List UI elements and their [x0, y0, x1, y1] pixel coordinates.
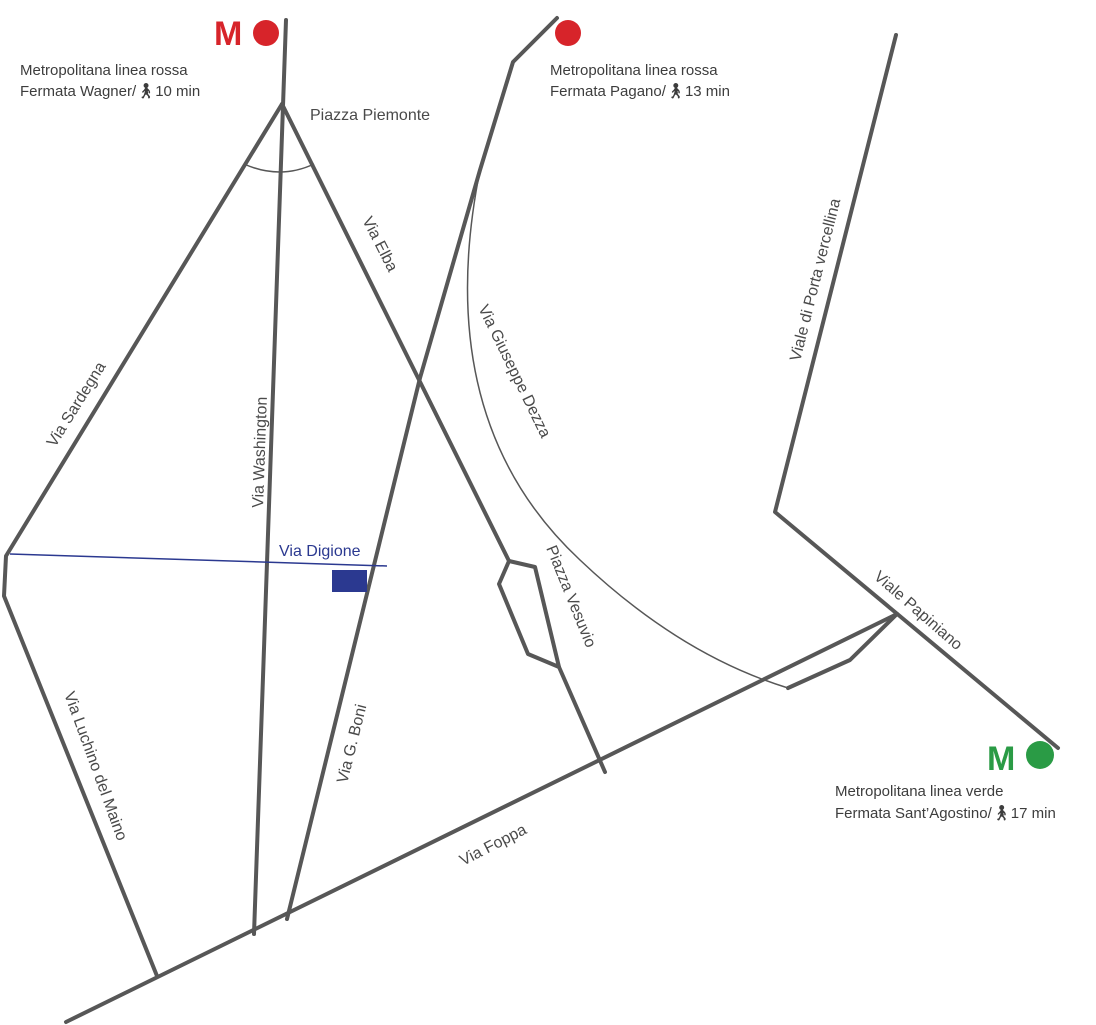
viale-papiniano-label: Viale Papiniano — [870, 568, 965, 654]
via-giuseppe-dezza-label: Via Giuseppe Dezza — [474, 302, 553, 440]
walking-person-icon: 🚶︎ — [136, 83, 155, 100]
station-wagner: M Metropolitana linea rossa Fermata Wagn… — [20, 15, 279, 100]
pagano-stop-text: Fermata Pagano/🚶︎13 min — [550, 83, 730, 100]
metro-red-dot-icon — [555, 20, 581, 46]
metro-m-logo: M — [987, 740, 1015, 778]
metro-red-dot-icon — [253, 20, 279, 46]
piazza-vesuvio-road — [507, 559, 561, 669]
via-foppa-road — [64, 612, 899, 1024]
wagner-stop-text: Fermata Wagner/🚶︎10 min — [20, 83, 200, 100]
piazza-piemonte-label: Piazza Piemonte — [310, 107, 430, 124]
metro-m-logo: M — [214, 15, 242, 53]
station-pagano: Metropolitana linea rossa Fermata Pagano… — [550, 20, 730, 100]
via-digione-road — [9, 553, 388, 567]
wagner-line-text: Metropolitana linea rossa — [20, 62, 188, 79]
via-elba-road — [280, 102, 607, 774]
piazza-piemonte-arc — [243, 163, 315, 173]
via-elba-label: Via Elba — [358, 214, 400, 275]
via-digione-label: Via Digione — [279, 543, 361, 560]
via-washington-label: Via Washington — [250, 396, 271, 508]
via-g-boni-road — [285, 16, 559, 921]
via-sardegna-road — [2, 102, 284, 978]
destination-marker — [332, 570, 367, 592]
station-santagostino: M Metropolitana linea verde Fermata Sant… — [835, 740, 1056, 822]
metro-green-dot-icon — [1026, 741, 1054, 769]
viale-papiniano-extension-road — [786, 612, 899, 690]
via-foppa-label: Via Foppa — [457, 821, 530, 869]
viale-porta-vercellina-road — [773, 33, 1060, 750]
santagostino-stop-text: Fermata Sant’Agostino/🚶︎17 min — [835, 805, 1056, 822]
walking-person-icon: 🚶︎ — [992, 805, 1011, 822]
santagostino-line-text: Metropolitana linea verde — [835, 783, 1003, 800]
pagano-line-text: Metropolitana linea rossa — [550, 62, 718, 79]
via-g-boni-label: Via G. Boni — [334, 703, 370, 785]
walking-person-icon: 🚶︎ — [666, 83, 685, 100]
via-giuseppe-dezza-road — [466, 169, 789, 689]
